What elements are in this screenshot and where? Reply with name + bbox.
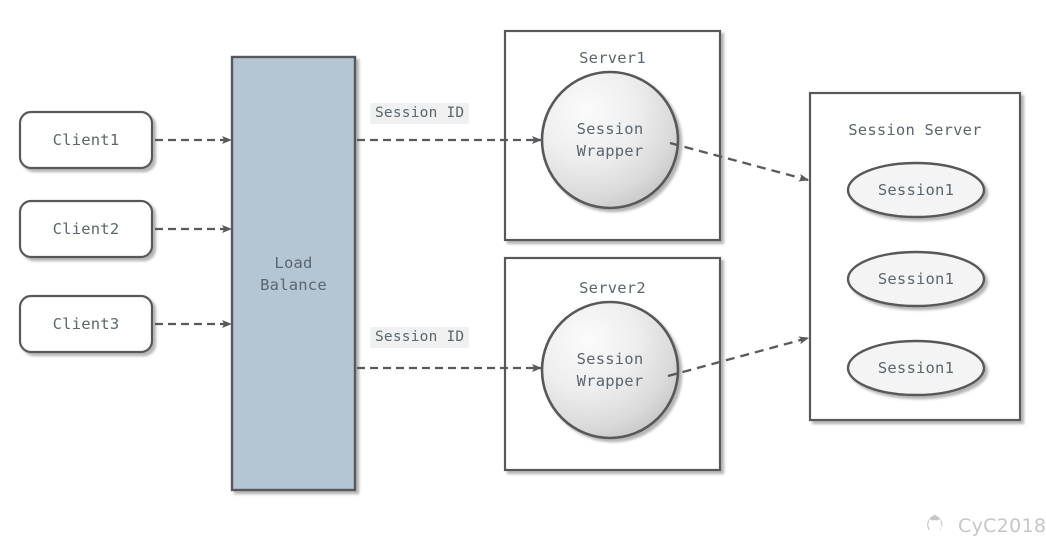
client-node-2[interactable] bbox=[18, 199, 154, 259]
session-wrapper-circle-1[interactable] bbox=[540, 70, 680, 210]
edge-label-session-id-2: Session ID bbox=[370, 327, 470, 348]
arrow-server2-to-session-server bbox=[667, 336, 809, 378]
client-node-3[interactable] bbox=[18, 294, 154, 354]
arrow-server1-to-session-server bbox=[669, 141, 809, 182]
session-ellipse-2[interactable] bbox=[846, 250, 986, 308]
session-wrapper-circle-2[interactable] bbox=[540, 300, 680, 440]
edge-label-session-id-1: Session ID bbox=[370, 103, 470, 124]
github-octocat-icon bbox=[927, 514, 944, 532]
client-node-1[interactable] bbox=[18, 110, 154, 170]
session-ellipse-1[interactable] bbox=[846, 161, 986, 219]
session-ellipse-3[interactable] bbox=[846, 339, 986, 397]
watermark: CyC2018 bbox=[925, 513, 1046, 539]
load-balance-node[interactable] bbox=[230, 55, 357, 492]
watermark-label: CyC2018 bbox=[958, 515, 1046, 537]
